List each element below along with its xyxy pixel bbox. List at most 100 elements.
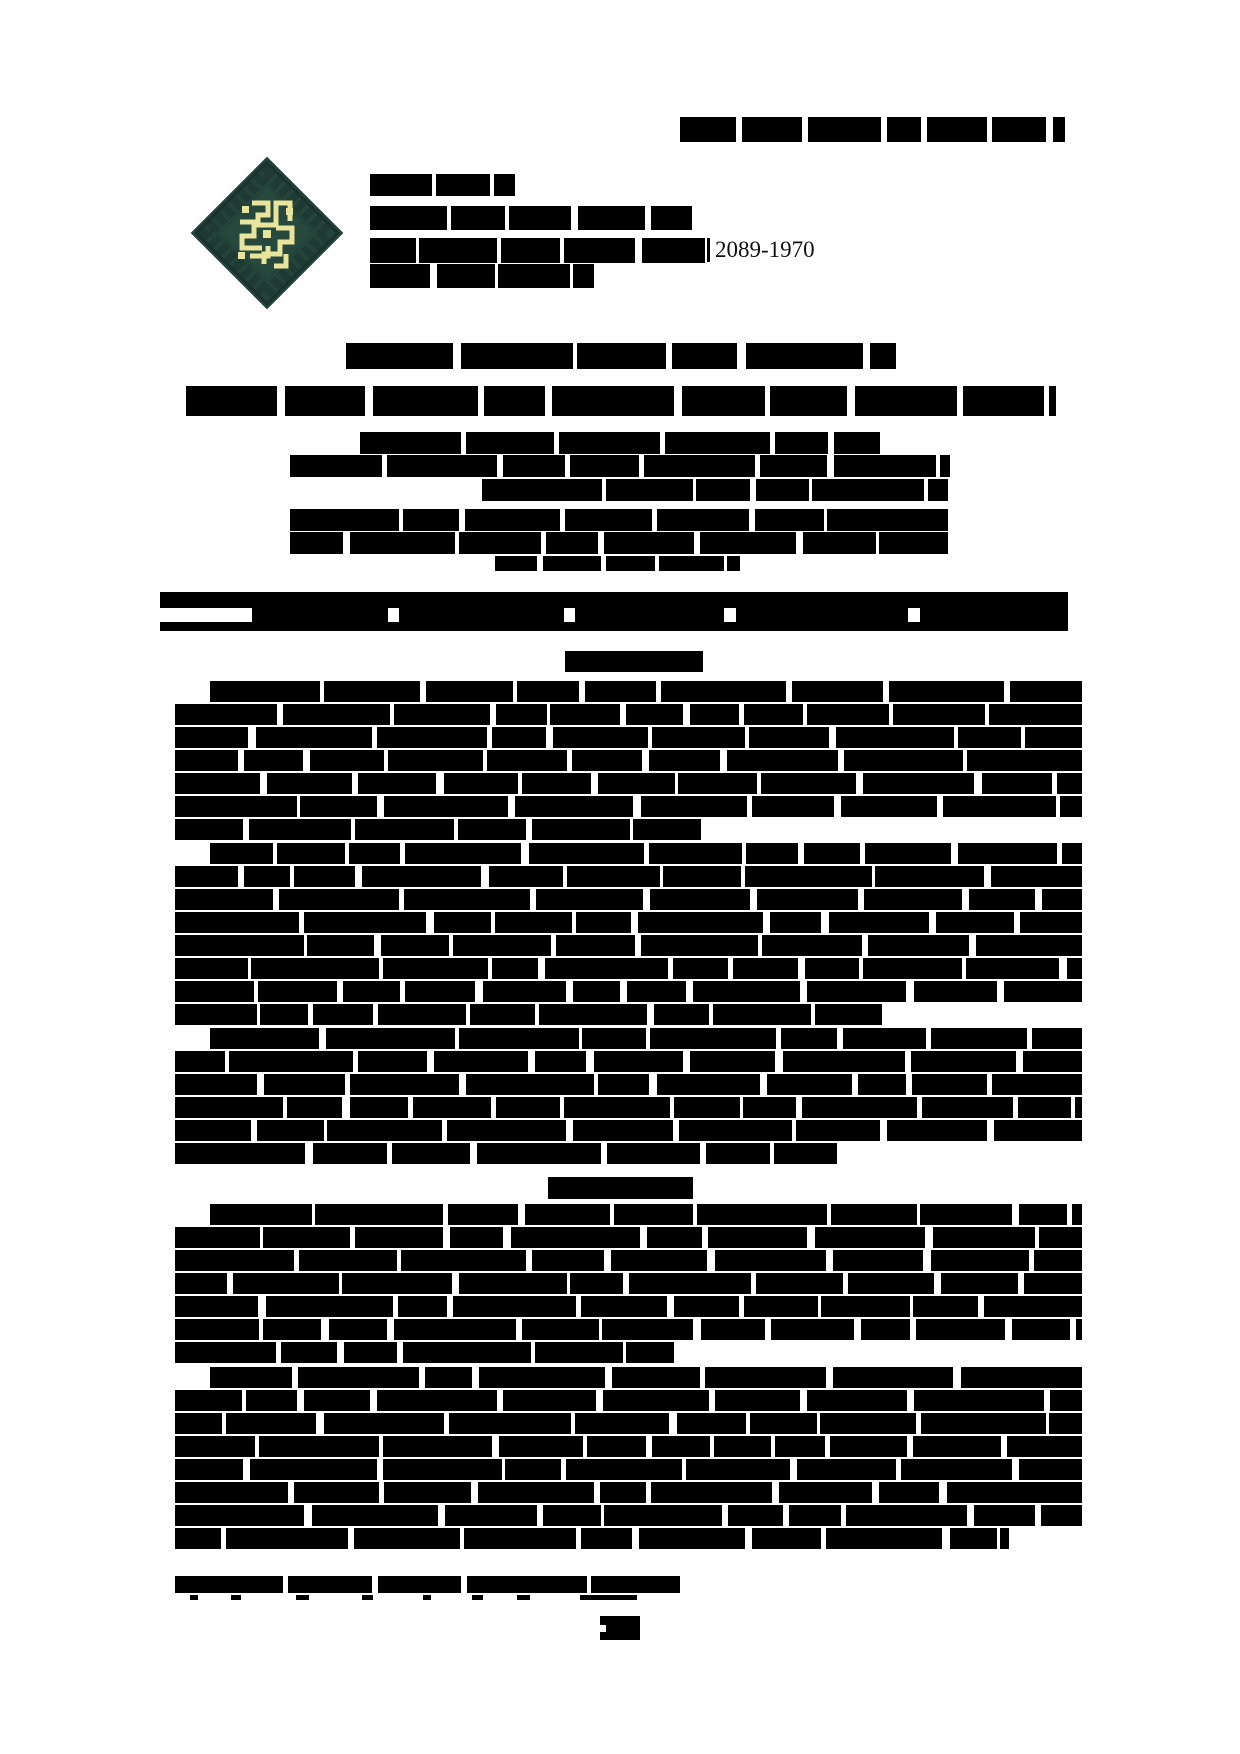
redacted-word: [564, 1097, 670, 1118]
redacted-word: [991, 866, 1082, 887]
redacted-word: [1012, 1319, 1070, 1340]
redacted-word: [381, 935, 449, 956]
abstract-paragraph-2-line: [175, 912, 1082, 935]
redacted-word: [855, 386, 957, 416]
redacted-word: [770, 912, 821, 933]
redacted-word: [600, 1482, 646, 1503]
redacted-word: [573, 1120, 673, 1141]
redacted-word: [445, 1505, 537, 1526]
body-paragraph-2-line: [175, 1413, 1082, 1436]
redacted-word: [229, 1051, 353, 1072]
journal-logo: [190, 156, 344, 315]
redacted-word: [706, 1143, 770, 1164]
redacted-word: [496, 704, 547, 725]
redacted-word: [299, 1250, 397, 1271]
redacted-word: [362, 1595, 373, 1600]
redacted-word: [865, 843, 951, 864]
redacted-word: [686, 1459, 790, 1480]
redacted-word: [792, 681, 883, 702]
redacted-word: [362, 866, 481, 887]
redacted-word: [1075, 1097, 1082, 1118]
redacted-word: [449, 1413, 571, 1434]
redacted-word: [350, 1097, 408, 1118]
redacted-word: [313, 1143, 387, 1164]
redacted-word: [1062, 843, 1082, 864]
redacted-word: [226, 1413, 316, 1434]
redacted-word: [258, 981, 337, 1002]
redacted-word: [812, 479, 924, 501]
redacted-word: [401, 1250, 526, 1271]
journal-url-line-line: [370, 264, 594, 289]
redacted-word: [448, 1204, 518, 1225]
redacted-word: [1060, 796, 1082, 817]
redacted-word: [911, 1051, 1016, 1072]
redacted-word: [383, 958, 488, 979]
redacted-word: [1057, 773, 1082, 794]
redacted-word: [459, 532, 541, 554]
redacted-word: [495, 912, 572, 933]
info-band-rule-top: [160, 592, 1068, 608]
redacted-word: [1034, 1250, 1082, 1271]
redacted-word: [651, 206, 692, 230]
redacted-word: [358, 773, 436, 794]
redacted-word: [638, 912, 763, 933]
redacted-word: [848, 1273, 934, 1294]
redacted-word: [921, 1413, 1046, 1434]
redacted-word: [760, 455, 827, 477]
redacted-word: [175, 1482, 288, 1503]
redacted-word: [994, 1120, 1082, 1141]
abstract-paragraph-1-line: [175, 796, 1082, 819]
redacted-word: [808, 117, 881, 142]
redacted-word: [186, 386, 277, 416]
redacted-word: [598, 773, 675, 794]
redacted-word: [1042, 889, 1082, 910]
redacted-word: [498, 264, 570, 288]
redacted-word: [210, 1367, 292, 1388]
redacted-word: [287, 1097, 342, 1118]
redacted-word: [458, 819, 526, 840]
author-names-line-line: [360, 432, 880, 455]
redacted-word: [250, 1459, 377, 1480]
redacted-word: [503, 1390, 596, 1411]
redacted-word: [626, 704, 683, 725]
redacted-word: [175, 1342, 276, 1363]
redacted-word: [548, 1177, 693, 1199]
redacted-word: [861, 1319, 910, 1340]
redacted-word: [370, 174, 432, 196]
redacted-word: [1049, 386, 1056, 416]
redacted-word: [920, 1204, 1012, 1225]
redacted-word: [843, 1028, 926, 1049]
redacted-word: [649, 843, 742, 864]
redacted-word: [602, 1319, 693, 1340]
redacted-word: [887, 117, 921, 142]
abstract-paragraph-1-line: [175, 727, 1082, 750]
redacted-word: [478, 1482, 594, 1503]
redacted-word: [914, 1390, 1044, 1411]
redacted-word: [483, 981, 566, 1002]
redacted-word: [864, 889, 962, 910]
redacted-word: [746, 343, 863, 369]
redacted-word: [807, 981, 906, 1002]
body-paragraph-1-line: [175, 1296, 1082, 1319]
redacted-word: [992, 1074, 1082, 1095]
redacted-word: [259, 1436, 379, 1457]
redacted-word: [661, 681, 786, 702]
redacted-word: [532, 819, 630, 840]
redacted-word: [774, 1143, 837, 1164]
redacted-word: [674, 1097, 740, 1118]
redacted-word: [789, 1505, 841, 1526]
redacted-word: [477, 1143, 601, 1164]
abstract-paragraph-2-line: [210, 843, 1082, 866]
redacted-word: [678, 773, 757, 794]
redacted-word: [1067, 958, 1082, 979]
redacted-word: [1039, 1227, 1082, 1248]
redacted-word: [744, 1296, 818, 1317]
redacted-word: [674, 1296, 739, 1317]
redacted-word: [575, 608, 724, 622]
redacted-word: [210, 681, 320, 702]
redacted-word: [492, 958, 538, 979]
redacted-word: [802, 1097, 917, 1118]
redacted-word: [745, 866, 872, 887]
abstract-paragraph-2-line: [175, 866, 1082, 889]
